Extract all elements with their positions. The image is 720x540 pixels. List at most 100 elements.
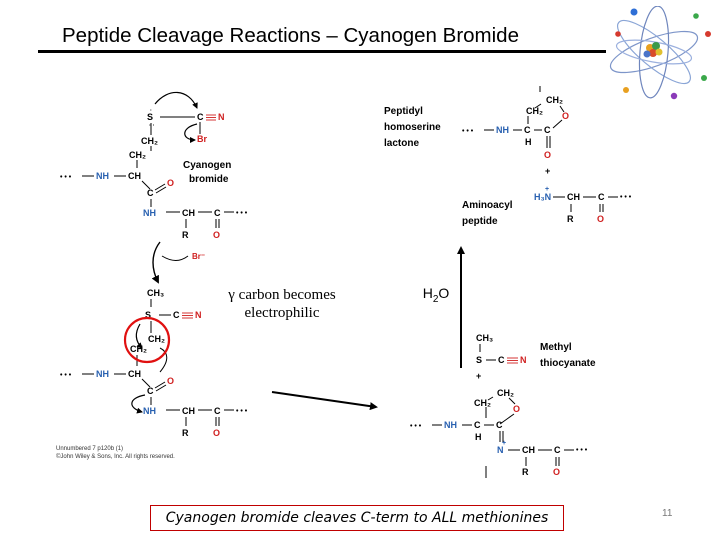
chain-dots: • • •	[236, 210, 248, 217]
atom-n: N	[218, 112, 225, 122]
atom-c: C	[496, 420, 503, 430]
atom-s: S	[476, 355, 482, 365]
atom-r: R	[522, 467, 529, 477]
atom-o: O	[213, 230, 220, 240]
atom-ch2: CH₂	[130, 344, 147, 354]
product1-label-1: Peptidyl	[384, 106, 423, 117]
reaction-arrow	[271, 391, 378, 411]
copyright-line-1: Unnumbered 7 p120b (1)	[56, 446, 124, 452]
atom-ch: CH	[128, 171, 141, 181]
gamma-note-line-2: electrophilic	[244, 305, 320, 321]
atom-c: C	[524, 125, 531, 135]
atom-br: Br	[197, 134, 207, 144]
atom-c: C	[197, 112, 204, 122]
atom-n: N	[497, 445, 504, 455]
chain-dots: • • •	[236, 408, 248, 415]
atom-logo-icon	[609, 6, 711, 100]
atom-h: H	[525, 137, 532, 147]
atom-o: O	[213, 428, 220, 438]
atom-nh: NH	[143, 208, 156, 218]
product2-label-2: peptide	[462, 216, 498, 227]
sulfonium-intermediate: CH₃ S C N CH₂ CH₂ • • • NH CH C O NH	[60, 288, 248, 438]
atom-ch2: CH₂	[474, 398, 491, 408]
atom-nh: NH	[96, 369, 109, 379]
product2-label-1: Aminoacyl	[462, 200, 513, 211]
atom-ch: CH	[182, 406, 195, 416]
water-label: H2O	[422, 285, 450, 305]
atom-ch3: CH₃	[476, 333, 493, 343]
reagent-label-2: bromide	[189, 174, 229, 185]
slide-title: Peptide Cleavage Reactions – Cyanogen Br…	[62, 24, 519, 47]
atom-h3n: H₃N	[534, 192, 551, 202]
atom-c: C	[147, 386, 154, 396]
atom-nh: NH	[496, 125, 509, 135]
product1-label-3: lactone	[384, 138, 419, 149]
atom-ch2: CH₂	[546, 95, 563, 105]
reagent-label-1: Cyanogen	[183, 160, 231, 171]
atom-o: O	[167, 376, 174, 386]
atom-ch2: CH₂	[148, 334, 165, 344]
gamma-carbon-note: γ carbon becomes electrophilic	[202, 286, 362, 322]
chain-dots: • • •	[620, 194, 632, 201]
cleavage-products: Peptidyl homoserine lactone • • • NH C H…	[384, 86, 632, 227]
copyright-note: Unnumbered 7 p120b (1) ©John Wiley & Son…	[56, 445, 175, 461]
atom-r: R	[182, 428, 189, 438]
atom-o: O	[562, 111, 569, 121]
svg-text:+: +	[502, 440, 506, 447]
product3-label-1: Methyl	[540, 342, 572, 353]
atom-c: C	[554, 445, 561, 455]
atom-o: O	[167, 178, 174, 188]
plus-sign: +	[545, 166, 550, 176]
atom-o: O	[544, 150, 551, 160]
chain-dots: • • •	[410, 423, 422, 430]
svg-text:· ·: · ·	[149, 123, 155, 129]
atom-s: S	[147, 112, 153, 122]
leaving-group-label: Br⁻	[192, 252, 205, 261]
atom-nh: NH	[96, 171, 109, 181]
atom-ch: CH	[567, 192, 580, 202]
atom-c: C	[173, 310, 180, 320]
plus-sign: +	[476, 371, 481, 381]
atom-c: C	[598, 192, 605, 202]
atom-c: C	[474, 420, 481, 430]
atom-nh: NH	[444, 420, 457, 430]
atom-ch: CH	[182, 208, 195, 218]
atom-s: S	[145, 310, 151, 320]
svg-text:·: ·	[150, 108, 152, 114]
atom-o: O	[553, 467, 560, 477]
atom-ch: CH	[128, 369, 141, 379]
chain-dots: • • •	[576, 447, 588, 454]
atom-c: C	[498, 355, 505, 365]
atom-ch2: CH₂	[526, 106, 543, 116]
atom-ch3: CH₃	[147, 288, 164, 298]
product3-label-2: thiocyanate	[540, 358, 596, 369]
iminolactone-intermediate: CH₃ S C N + Methyl thiocyanate CH₂ CH₂ O…	[410, 333, 596, 478]
gamma-carbon-highlight	[123, 316, 171, 364]
atom-n: N	[195, 310, 202, 320]
atom-r: R	[182, 230, 189, 240]
svg-text:+: +	[545, 186, 549, 193]
atom-ch2: CH₂	[129, 150, 146, 160]
atom-c: C	[214, 406, 221, 416]
atom-c: C	[147, 188, 154, 198]
atom-n: N	[520, 355, 527, 365]
summary-box: Cyanogen bromide cleaves C-term to ALL m…	[150, 505, 564, 531]
chain-dots: • • •	[462, 128, 474, 135]
product1-label-2: homoserine	[384, 122, 441, 133]
copyright-line-2: ©John Wiley & Sons, Inc. All rights rese…	[56, 454, 175, 460]
atom-r: R	[567, 214, 574, 224]
chain-dots: • • •	[60, 372, 72, 379]
atom-o: O	[513, 404, 520, 414]
atom-ch: CH	[522, 445, 535, 455]
atom-ch2: CH₂	[141, 136, 158, 146]
page-number: 11	[662, 508, 673, 519]
gamma-note-line-1: γ carbon becomes	[228, 287, 336, 303]
atom-o: O	[597, 214, 604, 224]
methionine-cnbr-complex: S · · · C N Br CH₂ CH₂ • • • NH CH C	[60, 91, 248, 240]
atom-nh: NH	[143, 406, 156, 416]
chain-dots: • • •	[60, 174, 72, 181]
atom-c: C	[214, 208, 221, 218]
atom-h: H	[475, 432, 482, 442]
